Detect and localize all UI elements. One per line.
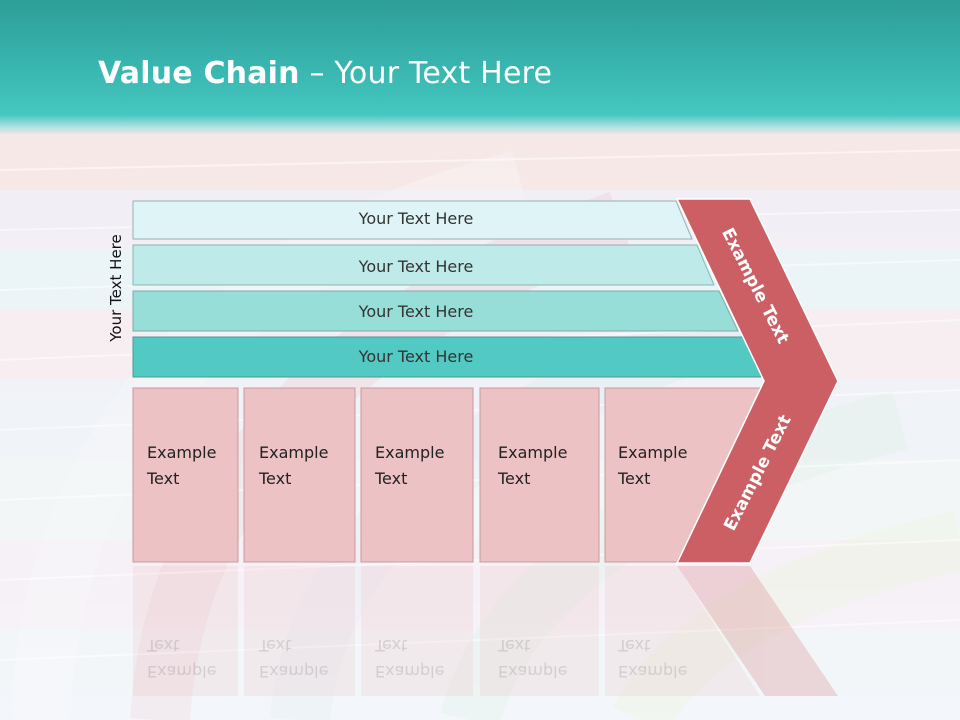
- box-1-label: Example Text: [147, 443, 217, 488]
- box-4-shape: [479, 387, 600, 563]
- box-1-reflection: Example Text: [147, 636, 217, 681]
- chevron-shape: [675, 198, 839, 564]
- box-4-reflection: Example Text: [498, 636, 568, 681]
- box-2-shape: [243, 387, 356, 563]
- header-band: [0, 0, 960, 135]
- box-3-reflection: Example Text: [375, 636, 445, 681]
- bar-2-shape: [132, 244, 715, 286]
- box-3-shape: [360, 387, 474, 563]
- box-3-label: Example Text: [375, 443, 445, 488]
- title-bold: Value Chain: [98, 56, 300, 91]
- box-2-label: Example Text: [259, 443, 329, 488]
- bar-1-shape: [132, 200, 693, 240]
- box-5-label: Example Text: [618, 443, 688, 488]
- bar-3-shape: [132, 290, 739, 332]
- reflection: [133, 566, 838, 696]
- bar-1-label: Your Text Here: [358, 209, 474, 228]
- box-2-reflection: Example Text: [259, 636, 329, 681]
- bar-3-label: Your Text Here: [358, 302, 474, 321]
- box-5-reflection: Example Text: [618, 636, 688, 681]
- box-1-shape: [132, 387, 239, 563]
- bar-4-label: Your Text Here: [358, 347, 474, 366]
- title-rest: – Your Text Here: [299, 56, 553, 91]
- bar-2-label: Your Text Here: [358, 257, 474, 276]
- box-4-label: Example Text: [498, 443, 568, 488]
- slide-title: Value Chain – Your Text Here: [98, 56, 552, 91]
